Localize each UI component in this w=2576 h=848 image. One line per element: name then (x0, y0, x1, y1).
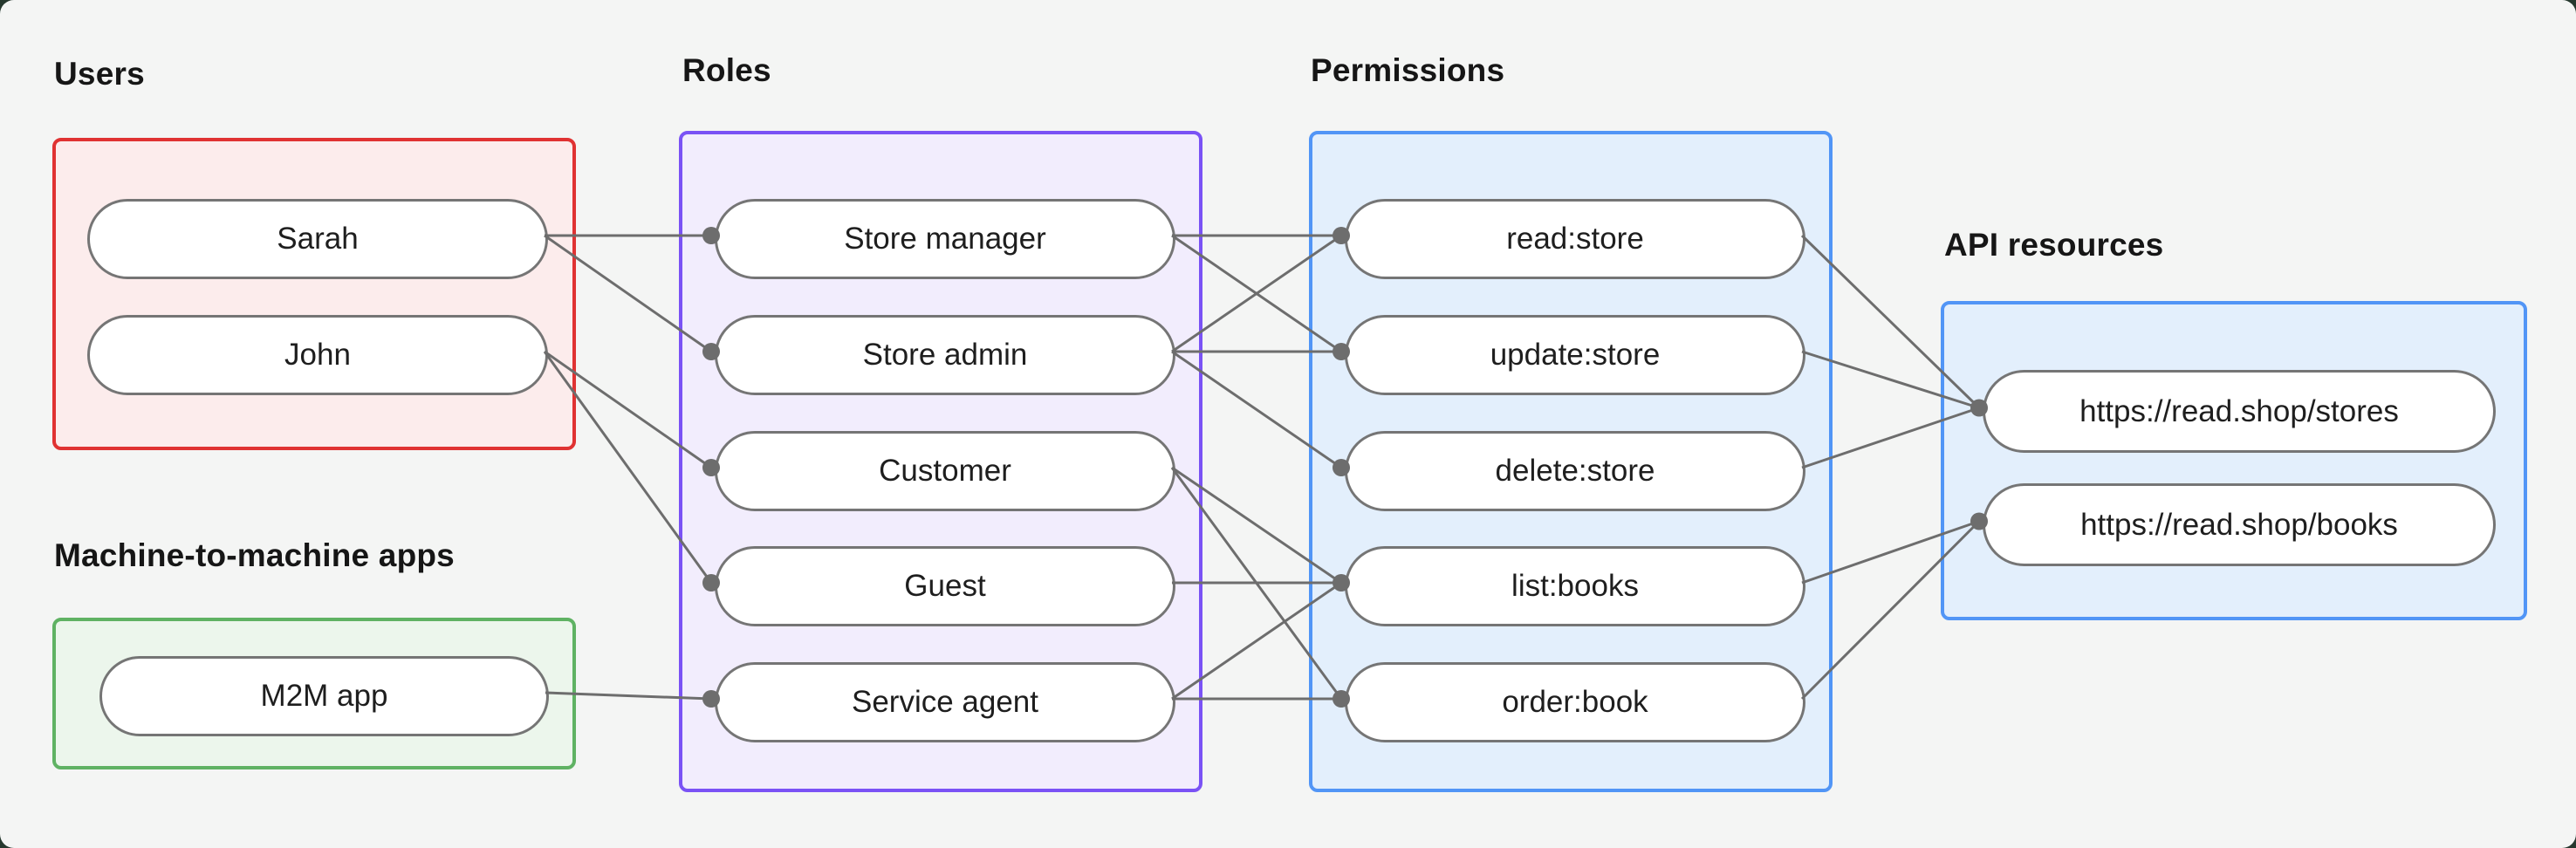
permissions-group-label: Permissions (1311, 52, 1505, 88)
users-group-label: Users (54, 56, 145, 92)
node-store-admin: Store admin (715, 315, 1175, 395)
node-list-books: list:books (1345, 546, 1805, 626)
node-customer: Customer (715, 431, 1175, 511)
m2m-group-box: M2M app (52, 618, 576, 769)
node-john: John (87, 315, 548, 395)
node-store-manager: Store manager (715, 199, 1175, 279)
api-group-label: API resources (1944, 227, 2164, 263)
node-sarah: Sarah (87, 199, 548, 279)
node-order-book: order:book (1345, 662, 1805, 742)
m2m-group-label: Machine-to-machine apps (54, 537, 455, 573)
node-api-stores: https://read.shop/stores (1983, 370, 2496, 453)
node-delete-store: delete:store (1345, 431, 1805, 511)
node-m2m-app: M2M app (99, 656, 549, 736)
node-update-store: update:store (1345, 315, 1805, 395)
node-guest: Guest (715, 546, 1175, 626)
node-api-books: https://read.shop/books (1983, 483, 2496, 566)
permissions-group-box: read:store update:store delete:store list:b… (1309, 131, 1833, 792)
node-read-store: read:store (1345, 199, 1805, 279)
api-group-box: https://read.shop/stores https://read.sho… (1941, 301, 2527, 620)
node-service-agent: Service agent (715, 662, 1175, 742)
roles-group-label: Roles (682, 52, 771, 88)
